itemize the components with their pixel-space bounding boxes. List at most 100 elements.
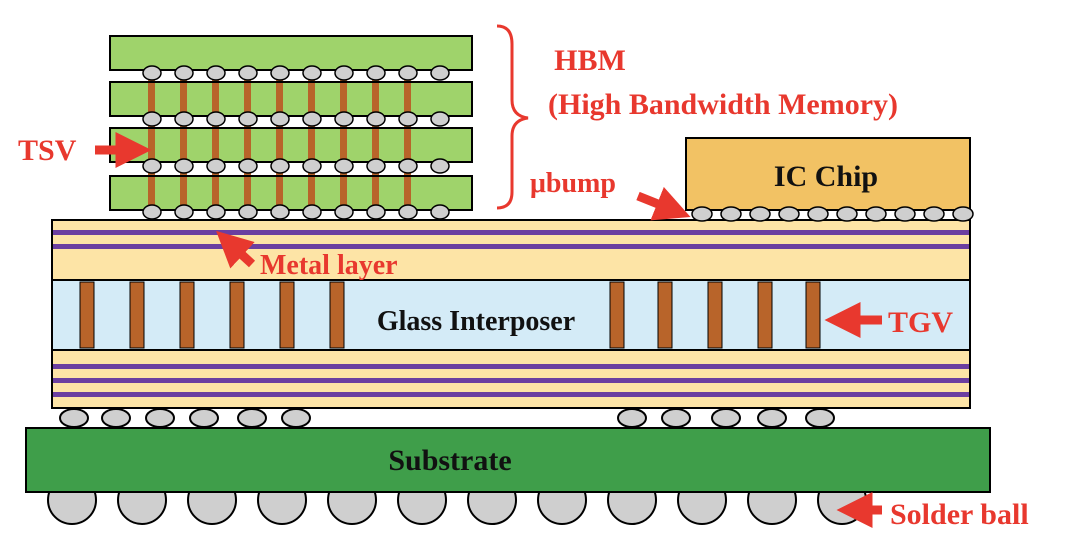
tsv-via-segment — [212, 83, 219, 115]
microbump — [366, 158, 386, 174]
tgv-via — [707, 281, 723, 349]
tgv-via — [229, 281, 245, 349]
tsv-via-segment — [372, 83, 379, 115]
tgv-via — [609, 281, 625, 349]
microbump — [430, 111, 450, 127]
tsv-via-segment — [404, 83, 411, 115]
tsv-via-segment — [148, 177, 155, 209]
microbump — [807, 206, 829, 222]
microbump — [865, 206, 887, 222]
hbm-die — [109, 81, 473, 117]
hbm-label: HBM — [554, 44, 626, 77]
top-metal-layer — [51, 219, 971, 281]
microbump — [836, 206, 858, 222]
bump — [145, 408, 175, 428]
bump — [617, 408, 647, 428]
microbump — [206, 111, 226, 127]
bump — [101, 408, 131, 428]
tsv-via-segment — [372, 177, 379, 209]
microbump — [238, 204, 258, 220]
tgv-via — [179, 281, 195, 349]
tgv-via — [657, 281, 673, 349]
microbump — [206, 65, 226, 81]
tgv-label: TGV — [888, 306, 953, 339]
hbm-die — [109, 127, 473, 163]
metal-line — [53, 392, 969, 397]
ic-chip-microbump-row — [691, 206, 974, 222]
microbump — [302, 65, 322, 81]
microbump — [206, 158, 226, 174]
metal-layer-label: Metal layer — [260, 250, 398, 281]
microbump — [302, 204, 322, 220]
microbump — [270, 111, 290, 127]
tsv-via-segment — [180, 177, 187, 209]
microbump — [302, 111, 322, 127]
tsv-via-segment — [244, 129, 251, 161]
microbump — [142, 65, 162, 81]
microbump — [923, 206, 945, 222]
metal-line — [53, 364, 969, 369]
tsv-via-segment — [340, 177, 347, 209]
tsv-via-segment — [340, 83, 347, 115]
microbump — [302, 158, 322, 174]
bump — [661, 408, 691, 428]
microbump — [398, 204, 418, 220]
tsv-via-segment — [180, 83, 187, 115]
interposer-substrate-bump-row — [59, 408, 835, 428]
microbump — [238, 65, 258, 81]
microbump — [174, 204, 194, 220]
microbump — [270, 158, 290, 174]
substrate-label: Substrate — [388, 444, 511, 477]
tsv-via-segment — [276, 177, 283, 209]
microbump — [430, 204, 450, 220]
substrate — [25, 427, 991, 493]
hbm-stack — [109, 35, 473, 220]
tsv-via-segment — [244, 177, 251, 209]
microbump — [174, 65, 194, 81]
tgv-via — [79, 281, 95, 349]
ic-chip — [685, 137, 971, 211]
metal-line — [53, 230, 969, 235]
tsv-via-segment — [308, 129, 315, 161]
microbump — [366, 111, 386, 127]
microbump — [174, 158, 194, 174]
microbump — [366, 65, 386, 81]
ic-chip-label: IC Chip — [774, 160, 878, 193]
hbm-die — [109, 175, 473, 211]
bump — [711, 408, 741, 428]
microbump — [430, 158, 450, 174]
tsv-via-segment — [276, 83, 283, 115]
microbump — [270, 65, 290, 81]
metal-line — [53, 378, 969, 383]
microbump — [142, 158, 162, 174]
tgv-via — [805, 281, 821, 349]
glass-interposer-label: Glass Interposer — [377, 306, 575, 337]
metal-line-group — [53, 230, 969, 397]
microbump — [778, 206, 800, 222]
microbump — [206, 204, 226, 220]
tsv-via-segment — [148, 83, 155, 115]
hbm-brace — [496, 24, 529, 210]
ubump-label: μbump — [530, 168, 616, 199]
ubump-arrow — [636, 186, 691, 221]
tsv-via-segment — [244, 83, 251, 115]
microbump — [720, 206, 742, 222]
tsv-via-segment — [340, 129, 347, 161]
bump — [59, 408, 89, 428]
tsv-via-segment — [180, 129, 187, 161]
metal-line — [53, 244, 969, 249]
microbump — [238, 158, 258, 174]
hbm-full-label: (High Bandwidth Memory) — [548, 88, 898, 121]
microbump — [749, 206, 771, 222]
glass-interposer-stack — [51, 219, 971, 409]
microbump — [238, 111, 258, 127]
microbump — [270, 204, 290, 220]
bump — [189, 408, 219, 428]
microbump — [334, 65, 354, 81]
microbump — [430, 65, 450, 81]
hbm-die — [109, 35, 473, 71]
tgv-via — [129, 281, 145, 349]
tgv-via — [329, 281, 345, 349]
microbump — [174, 111, 194, 127]
